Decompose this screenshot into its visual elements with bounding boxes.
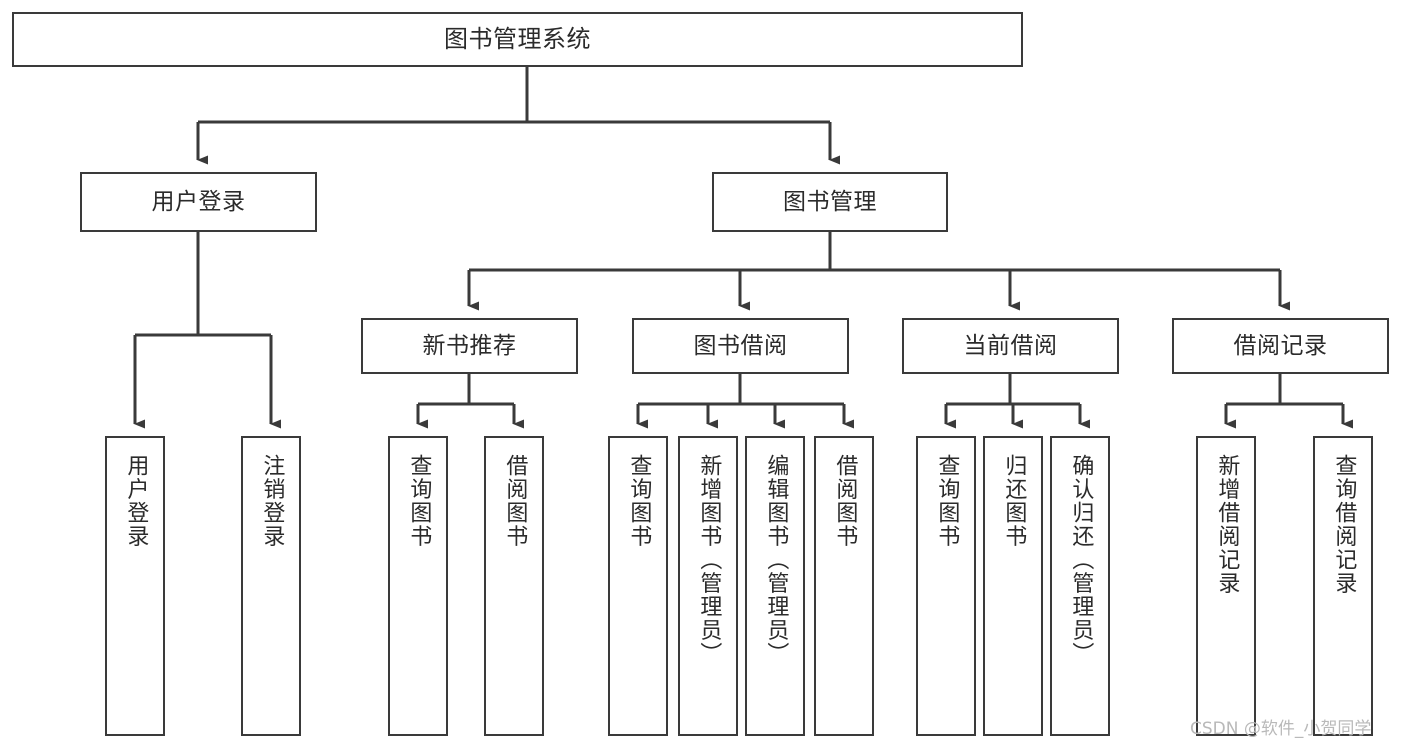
node-new-book-recommend[interactable]: 新书推荐 xyxy=(361,318,578,374)
node-current-borrow[interactable]: 当前借阅 xyxy=(902,318,1119,374)
node-leaf-logout[interactable]: 注销登录 xyxy=(241,436,301,736)
node-book-borrow-label: 图书借阅 xyxy=(693,332,788,359)
node-leaf-add-record[interactable]: 新增借阅记录 xyxy=(1196,436,1256,736)
node-leaf-query-record-label: 查询借阅记录 xyxy=(1331,454,1357,595)
node-user-login[interactable]: 用户登录 xyxy=(80,172,317,232)
node-book-borrow[interactable]: 图书借阅 xyxy=(632,318,849,374)
node-leaf-query-book-borrow[interactable]: 查询图书 xyxy=(608,436,668,736)
node-leaf-query-book-new-label: 查询图书 xyxy=(406,454,432,548)
node-leaf-query-book-current[interactable]: 查询图书 xyxy=(916,436,976,736)
node-leaf-edit-book-label: 编辑图书（管理员） xyxy=(763,454,789,666)
node-leaf-query-book-new[interactable]: 查询图书 xyxy=(388,436,448,736)
node-leaf-edit-book[interactable]: 编辑图书（管理员） xyxy=(745,436,805,736)
node-leaf-borrow-book[interactable]: 借阅图书 xyxy=(814,436,874,736)
node-leaf-confirm-return-label: 确认归还（管理员） xyxy=(1068,454,1094,666)
node-leaf-add-book-label: 新增图书（管理员） xyxy=(696,454,722,666)
node-leaf-add-record-label: 新增借阅记录 xyxy=(1214,454,1240,595)
node-leaf-return-book-label: 归还图书 xyxy=(1001,454,1027,548)
node-leaf-user-login-label: 用户登录 xyxy=(123,454,149,548)
node-book-manage-label: 图书管理 xyxy=(783,188,877,215)
node-borrow-record[interactable]: 借阅记录 xyxy=(1172,318,1389,374)
node-leaf-borrow-book-label: 借阅图书 xyxy=(832,454,858,548)
node-leaf-confirm-return[interactable]: 确认归还（管理员） xyxy=(1050,436,1110,736)
node-leaf-borrow-book-new[interactable]: 借阅图书 xyxy=(484,436,544,736)
node-book-manage[interactable]: 图书管理 xyxy=(712,172,948,232)
node-borrow-record-label: 借阅记录 xyxy=(1233,332,1328,359)
node-leaf-add-book[interactable]: 新增图书（管理员） xyxy=(678,436,738,736)
node-leaf-borrow-book-new-label: 借阅图书 xyxy=(502,454,528,548)
node-current-borrow-label: 当前借阅 xyxy=(963,332,1058,359)
node-leaf-query-book-borrow-label: 查询图书 xyxy=(626,454,652,548)
node-user-login-label: 用户登录 xyxy=(151,188,246,215)
node-leaf-return-book[interactable]: 归还图书 xyxy=(983,436,1043,736)
node-leaf-query-record[interactable]: 查询借阅记录 xyxy=(1313,436,1373,736)
node-leaf-user-login[interactable]: 用户登录 xyxy=(105,436,165,736)
node-root-label: 图书管理系统 xyxy=(444,24,591,53)
node-leaf-logout-label: 注销登录 xyxy=(259,454,285,548)
node-root[interactable]: 图书管理系统 xyxy=(12,12,1023,67)
node-leaf-query-book-current-label: 查询图书 xyxy=(934,454,960,548)
node-new-book-recommend-label: 新书推荐 xyxy=(422,332,517,359)
